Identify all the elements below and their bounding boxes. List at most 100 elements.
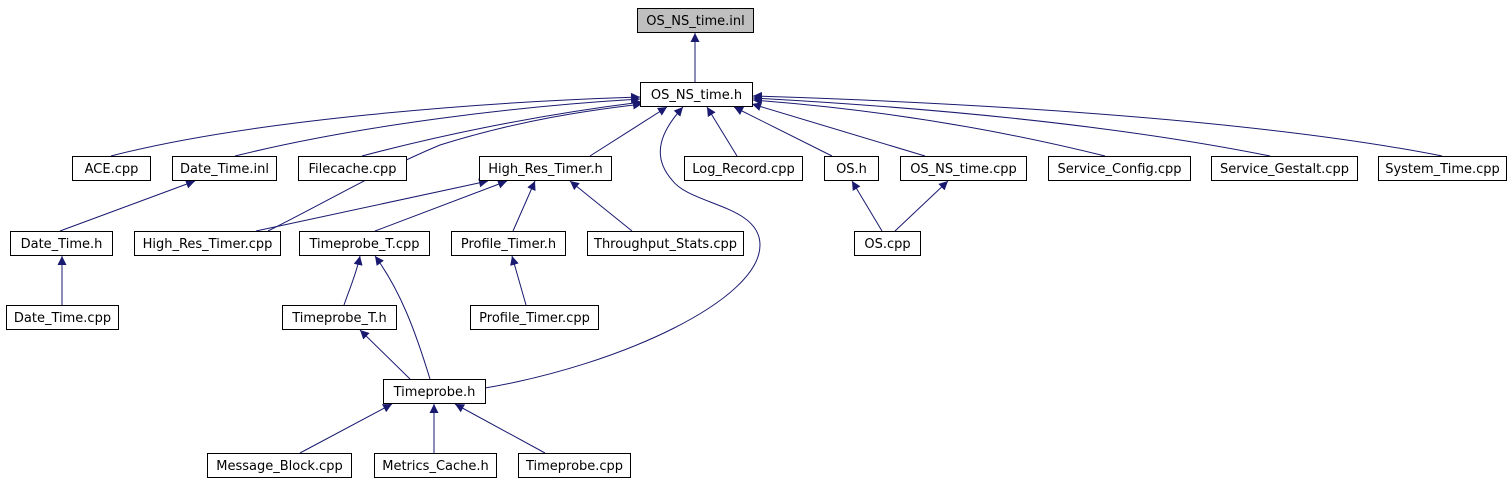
- node-box: [900, 156, 1027, 181]
- node-system-time-cpp[interactable]: System_Time.cpp: [1378, 156, 1507, 181]
- node-box: [10, 231, 113, 256]
- node-filecache-cpp[interactable]: Filecache.cpp: [298, 156, 407, 181]
- edge-date_time_inl-to-os_ns_time_h: [234, 95, 641, 157]
- node-os-h[interactable]: OS.h: [824, 156, 879, 181]
- node-box: [637, 8, 754, 33]
- node-date-time-cpp[interactable]: Date_Time.cpp: [6, 305, 119, 330]
- node-box: [134, 231, 281, 256]
- node-timeprobe-t-h[interactable]: Timeprobe_T.h: [282, 305, 397, 330]
- edge-timeprobe_cpp-to-timeprobe_h: [454, 403, 546, 454]
- node-label: ACE.cpp: [85, 162, 139, 177]
- node-label: OS_NS_time.h: [651, 88, 742, 103]
- node-timeprobe-h[interactable]: Timeprobe.h: [383, 379, 486, 404]
- edge-throughput_stats_cpp-to-high_res_timer_h: [569, 180, 633, 232]
- node-label: OS_NS_time.cpp: [910, 162, 1017, 177]
- node-label: OS.cpp: [864, 237, 910, 252]
- node-box: [383, 379, 486, 404]
- node-box: [207, 453, 352, 478]
- node-os-ns-time-inl[interactable]: OS_NS_time.inl: [637, 8, 754, 33]
- node-timeprobe-cpp[interactable]: Timeprobe.cpp: [518, 453, 631, 478]
- edge-os_h-to-os_ns_time_h: [733, 106, 833, 157]
- node-label: Profile_Timer.h: [461, 237, 556, 252]
- node-box: [684, 156, 803, 181]
- node-box: [451, 231, 566, 256]
- node-label: Filecache.cpp: [308, 162, 396, 177]
- edge-os_cpp-to-os_h: [851, 180, 883, 232]
- node-os-ns-time-cpp[interactable]: OS_NS_time.cpp: [900, 156, 1027, 181]
- node-throughput-stats-cpp[interactable]: Throughput_Stats.cpp: [587, 231, 744, 256]
- node-label: Date_Time.inl: [180, 162, 269, 177]
- edge-ace_cpp-to-os_ns_time_h: [110, 92, 641, 157]
- node-date-time-inl[interactable]: Date_Time.inl: [172, 156, 277, 181]
- node-label: Date_Time.h: [21, 237, 103, 252]
- node-service-gestalt-cpp[interactable]: Service_Gestalt.cpp: [1211, 156, 1358, 181]
- edge-high_res_timer_h-to-os_ns_time_h: [589, 106, 668, 157]
- node-os-ns-time-h[interactable]: OS_NS_time.h: [640, 82, 753, 107]
- node-label: Timeprobe.h: [393, 385, 476, 400]
- node-label: High_Res_Timer.cpp: [143, 237, 273, 252]
- edge-high_res_timer_cpp-to-high_res_timer_h: [255, 178, 489, 232]
- node-box: [299, 231, 430, 256]
- edge-timeprobe_h-to-os_ns_time_h: [484, 106, 761, 389]
- node-label: OS_NS_time.inl: [646, 14, 744, 29]
- edge-service_gestalt_cpp-to-os_ns_time_h: [752, 93, 1271, 157]
- node-label: Date_Time.cpp: [14, 311, 111, 326]
- node-log-record-cpp[interactable]: Log_Record.cpp: [684, 156, 803, 181]
- node-box: [587, 231, 744, 256]
- edge-timeprobe_t_h-to-timeprobe_t_cpp: [343, 255, 363, 306]
- node-box: [518, 453, 631, 478]
- node-service-config-cpp[interactable]: Service_Config.cpp: [1048, 156, 1191, 181]
- dependency-edges: [57, 33, 1443, 454]
- node-box: [298, 156, 407, 181]
- node-box: [824, 156, 879, 181]
- node-date-time-h[interactable]: Date_Time.h: [10, 231, 113, 256]
- node-label: Throughput_Stats.cpp: [593, 237, 737, 252]
- edge-date_time_h-to-date_time_inl: [59, 179, 196, 232]
- edge-timeprobe_h-to-timeprobe_t_h: [359, 329, 411, 380]
- node-label: Timeprobe_T.h: [291, 311, 387, 326]
- node-profile-timer-h[interactable]: Profile_Timer.h: [451, 231, 566, 256]
- node-os-cpp[interactable]: OS.cpp: [854, 231, 921, 256]
- edge-profile_timer_h-to-high_res_timer_h: [512, 180, 536, 232]
- node-timeprobe-t-cpp[interactable]: Timeprobe_T.cpp: [299, 231, 430, 256]
- edge-system_time_cpp-to-os_ns_time_h: [752, 91, 1443, 157]
- node-box: [479, 156, 612, 181]
- edge-high_res_timer_cpp-to-os_ns_time_h: [267, 100, 643, 232]
- edge-service_config_cpp-to-os_ns_time_h: [752, 96, 1106, 157]
- edge-timeprobe_h-to-timeprobe_t_cpp: [374, 255, 431, 380]
- node-box: [282, 305, 397, 330]
- node-profile-timer-cpp[interactable]: Profile_Timer.cpp: [470, 305, 599, 330]
- node-high-res-timer-cpp[interactable]: High_Res_Timer.cpp: [134, 231, 281, 256]
- edge-timeprobe_t_cpp-to-high_res_timer_h: [374, 179, 508, 232]
- node-box: [1048, 156, 1191, 181]
- node-box: [172, 156, 277, 181]
- node-box: [854, 231, 921, 256]
- edge-profile_timer_cpp-to-profile_timer_h: [510, 255, 527, 306]
- edge-filecache_cpp-to-os_ns_time_h: [361, 98, 643, 157]
- node-label: Service_Gestalt.cpp: [1220, 162, 1349, 177]
- edge-log_record_cpp-to-os_ns_time_h: [706, 106, 738, 157]
- node-box: [6, 305, 119, 330]
- node-high-res-timer-h[interactable]: High_Res_Timer.h: [479, 156, 612, 181]
- node-metrics-cache-h[interactable]: Metrics_Cache.h: [374, 453, 497, 478]
- node-box: [470, 305, 599, 330]
- node-label: OS.h: [836, 162, 867, 177]
- node-label: Profile_Timer.cpp: [479, 311, 590, 326]
- node-label: Timeprobe_T.cpp: [308, 237, 419, 252]
- node-box: [640, 82, 753, 107]
- node-label: Message_Block.cpp: [216, 459, 342, 474]
- node-ace-cpp[interactable]: ACE.cpp: [72, 156, 151, 181]
- edge-os_cpp-to-os_ns_time_cpp: [894, 180, 949, 232]
- node-label: Service_Config.cpp: [1057, 162, 1181, 177]
- node-box: [1211, 156, 1358, 181]
- node-label: High_Res_Timer.h: [488, 162, 602, 177]
- node-box: [72, 156, 151, 181]
- node-box: [1378, 156, 1507, 181]
- node-label: System_Time.cpp: [1385, 162, 1500, 177]
- node-label: Log_Record.cpp: [692, 162, 794, 177]
- node-message-block-cpp[interactable]: Message_Block.cpp: [207, 453, 352, 478]
- edge-message_block_cpp-to-timeprobe_h: [299, 403, 393, 454]
- node-label: Timeprobe.cpp: [525, 459, 623, 474]
